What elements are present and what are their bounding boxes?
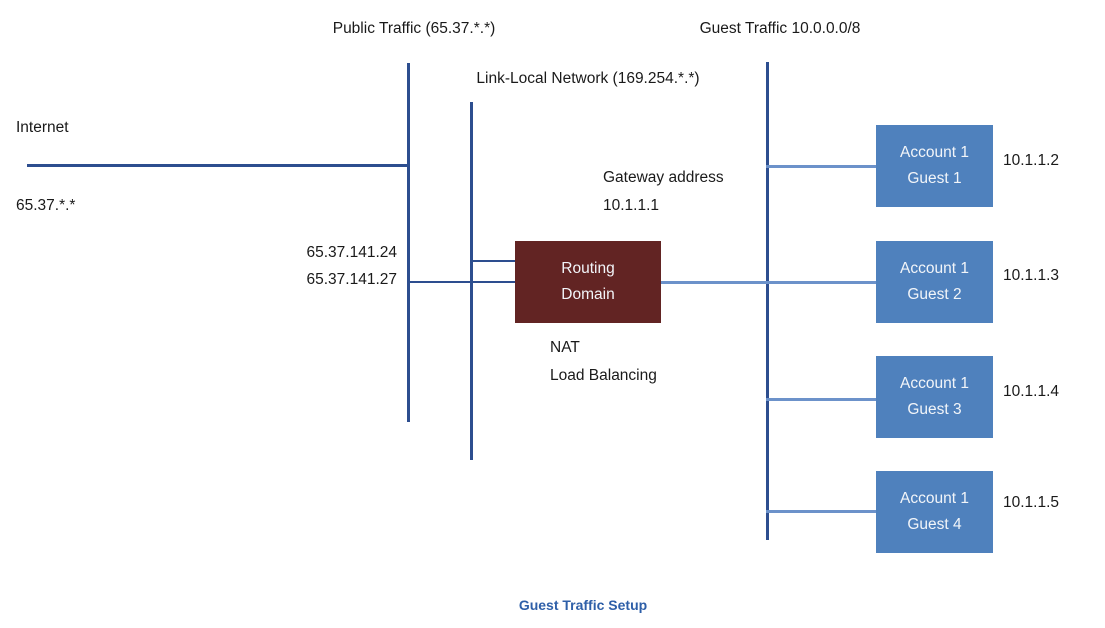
- guest-traffic-label: Guest Traffic 10.0.0.0/8: [699, 20, 861, 37]
- nat-label: NAT: [550, 339, 580, 356]
- guest3-ip-label: 10.1.1.4: [1003, 383, 1060, 400]
- guest-3-node-line2: Guest 3: [907, 401, 962, 418]
- guest-2-node-line2: Guest 2: [907, 286, 962, 303]
- guest-4-node: Account 1 Guest 4: [876, 471, 993, 553]
- guest-4-node-line2: Guest 4: [907, 516, 962, 533]
- routing-domain-node-line2: Domain: [561, 286, 615, 303]
- guest2-ip-label: 10.1.1.3: [1003, 267, 1060, 284]
- guest-1-node: Account 1 Guest 1: [876, 125, 993, 207]
- linklocal-to-routing-link: [470, 260, 515, 262]
- guest-trunk-line: [766, 62, 769, 540]
- guest-3-node-line1: Account 1: [900, 375, 969, 392]
- load-balancing-label: Load Balancing: [550, 367, 657, 384]
- guest-2-node: Account 1 Guest 2: [876, 241, 993, 323]
- guest-4-node-line1: Account 1: [900, 490, 969, 507]
- guest1-ip-label: 10.1.1.2: [1003, 152, 1060, 169]
- gateway-address-label: Gateway address: [603, 169, 724, 186]
- internet-label: Internet: [16, 119, 69, 136]
- guest4-ip-label: 10.1.1.5: [1003, 494, 1060, 511]
- guest4-link: [766, 510, 876, 513]
- guest3-link: [766, 398, 876, 401]
- routing-domain-node-line1: Routing: [561, 260, 615, 277]
- guest-1-node-line2: Guest 1: [907, 170, 962, 187]
- guest-2-node-line1: Account 1: [900, 260, 969, 277]
- link-local-label: Link-Local Network (169.254.*.*): [476, 70, 700, 87]
- public-traffic-label: Public Traffic (65.37.*.*): [332, 20, 496, 37]
- internet-line: [27, 164, 410, 167]
- gateway-ip-label: 10.1.1.1: [603, 197, 660, 214]
- public-range-label: 65.37.*.*: [16, 197, 76, 214]
- public-to-routing-link: [407, 281, 515, 283]
- guest-3-node: Account 1 Guest 3: [876, 356, 993, 438]
- public-ip-1-label: 65.37.141.24: [306, 244, 397, 261]
- routing-to-guest2-link: [661, 281, 876, 284]
- public-trunk-line: [407, 63, 410, 422]
- guest1-link: [766, 165, 876, 168]
- public-ip-2-label: 65.37.141.27: [306, 271, 397, 288]
- diagram-caption: Guest Traffic Setup: [518, 597, 648, 613]
- guest-1-node-line1: Account 1: [900, 144, 969, 161]
